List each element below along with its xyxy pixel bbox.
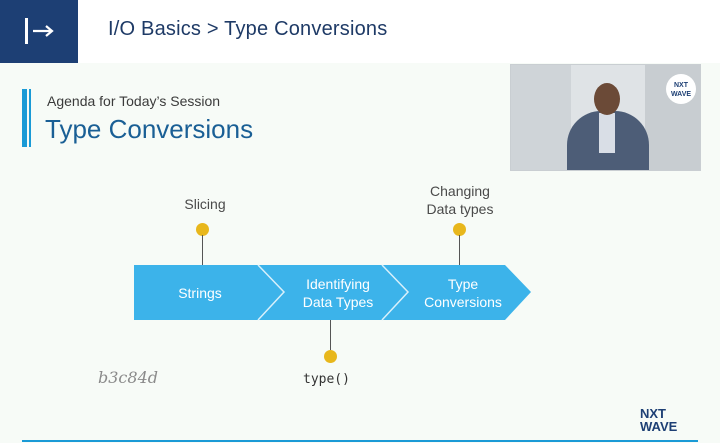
stem-slicing: [202, 235, 203, 265]
marker-type-fn: [324, 350, 337, 363]
video-logo-line1: NXT: [674, 82, 688, 89]
presenter-video[interactable]: NXT WAVE: [510, 64, 701, 171]
marker-changing: [453, 223, 466, 236]
step-label-strings: Strings: [150, 284, 250, 302]
chevron-identifying: [258, 265, 408, 320]
exit-arrow-icon: [25, 18, 54, 44]
step-2-line-1: Identifying: [306, 276, 370, 292]
top-bar: I/O Basics > Type Conversions: [0, 0, 720, 63]
video-background-left: [511, 65, 571, 170]
annotation-type-function: type(): [303, 372, 350, 387]
brand-logo: NXT WAVE: [640, 407, 677, 433]
annotation-slicing: Slicing: [184, 196, 226, 212]
chevron-divider-1: [257, 264, 286, 321]
slide-bottom-rule: [22, 440, 698, 442]
title-accent-bar-thin: [29, 89, 31, 147]
slide-title: Type Conversions: [45, 114, 254, 144]
chevron-divider-2: [381, 264, 410, 321]
exit-button[interactable]: [0, 0, 78, 63]
video-brand-logo: NXT WAVE: [666, 74, 696, 104]
presenter-shirt: [599, 113, 615, 153]
annotation-changing-line-1: Changing: [430, 183, 490, 199]
video-logo-line2: WAVE: [670, 91, 692, 98]
annotation-changing-line-2: Data types: [426, 201, 494, 217]
chevron-type-conversions: [382, 265, 531, 320]
step-1-line-1: Strings: [178, 285, 222, 301]
agenda-subtitle: Agenda for Today’s Session: [47, 93, 221, 109]
stem-changing: [459, 235, 460, 265]
step-label-type-conversions: Type Conversions: [408, 275, 518, 311]
chevron-strings: [134, 265, 284, 320]
step-3-line-1: Type: [447, 276, 479, 292]
step-2-line-2: Data Types: [302, 294, 374, 310]
breadcrumb: I/O Basics > Type Conversions: [108, 18, 388, 40]
marker-slicing: [196, 223, 209, 236]
brand-line-2: WAVE: [640, 419, 678, 434]
annotation-changing-data-types: Changing Data types: [410, 182, 510, 218]
presenter-head: [594, 83, 620, 115]
step-label-identifying: Identifying Data Types: [282, 275, 394, 311]
watermark-code: b3c84d: [98, 368, 158, 387]
step-3-line-2: Conversions: [424, 294, 502, 310]
title-accent-bar: [22, 89, 27, 147]
brand-line-1: NXT: [640, 406, 666, 421]
stem-type-fn: [330, 320, 331, 350]
